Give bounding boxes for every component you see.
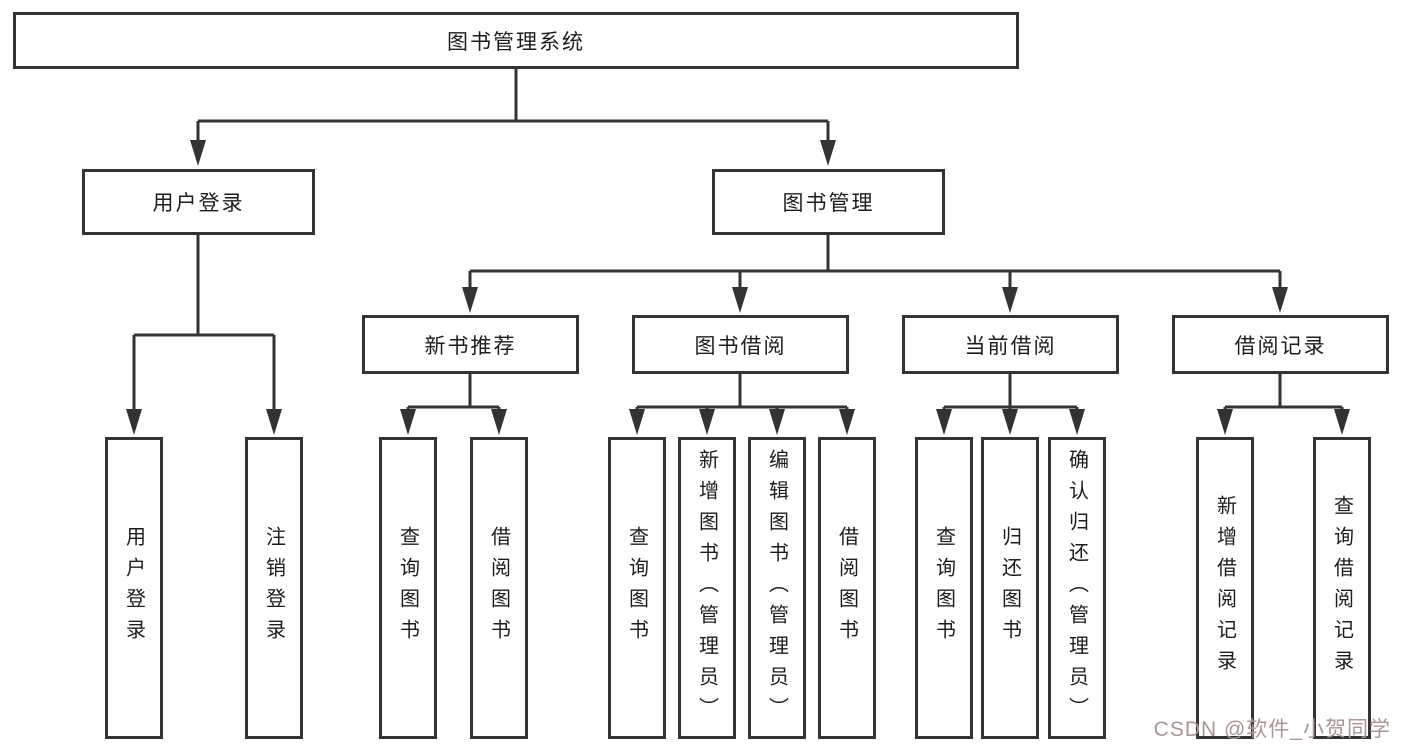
leaf-edit-books-admin: 编辑图书（管理员） bbox=[748, 437, 806, 739]
node-label: 用户登录 bbox=[122, 526, 145, 650]
node-label: 用户登录 bbox=[152, 192, 245, 215]
node-book-management: 图书管理 bbox=[712, 169, 945, 235]
node-label: 当前借阅 bbox=[964, 334, 1057, 358]
leaf-borrow-books-2: 借阅图书 bbox=[818, 437, 876, 739]
leaf-user-login: 用户登录 bbox=[105, 437, 163, 739]
node-label: 借阅图书 bbox=[487, 526, 510, 650]
node-label: 归还图书 bbox=[998, 526, 1021, 650]
leaf-query-books: 查询图书 bbox=[379, 437, 437, 739]
node-label: 新增图书（管理员） bbox=[695, 448, 718, 728]
node-label: 编辑图书（管理员） bbox=[765, 448, 788, 728]
leaf-borrow-books: 借阅图书 bbox=[470, 437, 528, 739]
leaf-add-borrow-record: 新增借阅记录 bbox=[1196, 437, 1254, 739]
node-label: 借阅图书 bbox=[835, 526, 858, 650]
node-label: 查询图书 bbox=[396, 526, 419, 650]
node-label: 图书借阅 bbox=[694, 334, 787, 358]
node-book-borrowing: 图书借阅 bbox=[632, 315, 849, 374]
node-label: 新增借阅记录 bbox=[1213, 495, 1236, 681]
node-new-book-recommend: 新书推荐 bbox=[362, 315, 579, 374]
node-label: 查询借阅记录 bbox=[1330, 495, 1353, 681]
node-label: 图书管理 bbox=[782, 192, 875, 215]
node-user-login: 用户登录 bbox=[82, 169, 315, 235]
node-current-borrowing: 当前借阅 bbox=[902, 315, 1119, 374]
leaf-query-books-borrowing: 查询图书 bbox=[608, 437, 666, 739]
node-label: 图书管理系统 bbox=[447, 30, 585, 54]
node-label: 查询图书 bbox=[932, 526, 955, 650]
csdn-watermark: CSDN @软件_小贺同学 bbox=[1153, 718, 1391, 741]
node-library-management-system: 图书管理系统 bbox=[13, 12, 1019, 69]
leaf-confirm-return-admin: 确认归还（管理员） bbox=[1048, 437, 1106, 739]
node-label: 新书推荐 bbox=[424, 334, 517, 358]
leaf-query-books-current: 查询图书 bbox=[915, 437, 973, 739]
leaf-logout: 注销登录 bbox=[245, 437, 303, 739]
leaf-query-borrow-record: 查询借阅记录 bbox=[1313, 437, 1371, 739]
leaf-add-books-admin: 新增图书（管理员） bbox=[678, 437, 736, 739]
node-label: 借阅记录 bbox=[1234, 334, 1327, 358]
node-borrowing-records: 借阅记录 bbox=[1172, 315, 1389, 374]
node-label: 查询图书 bbox=[625, 526, 648, 650]
leaf-return-books: 归还图书 bbox=[981, 437, 1039, 739]
node-label: 注销登录 bbox=[262, 526, 285, 650]
node-label: 确认归还（管理员） bbox=[1065, 448, 1088, 728]
